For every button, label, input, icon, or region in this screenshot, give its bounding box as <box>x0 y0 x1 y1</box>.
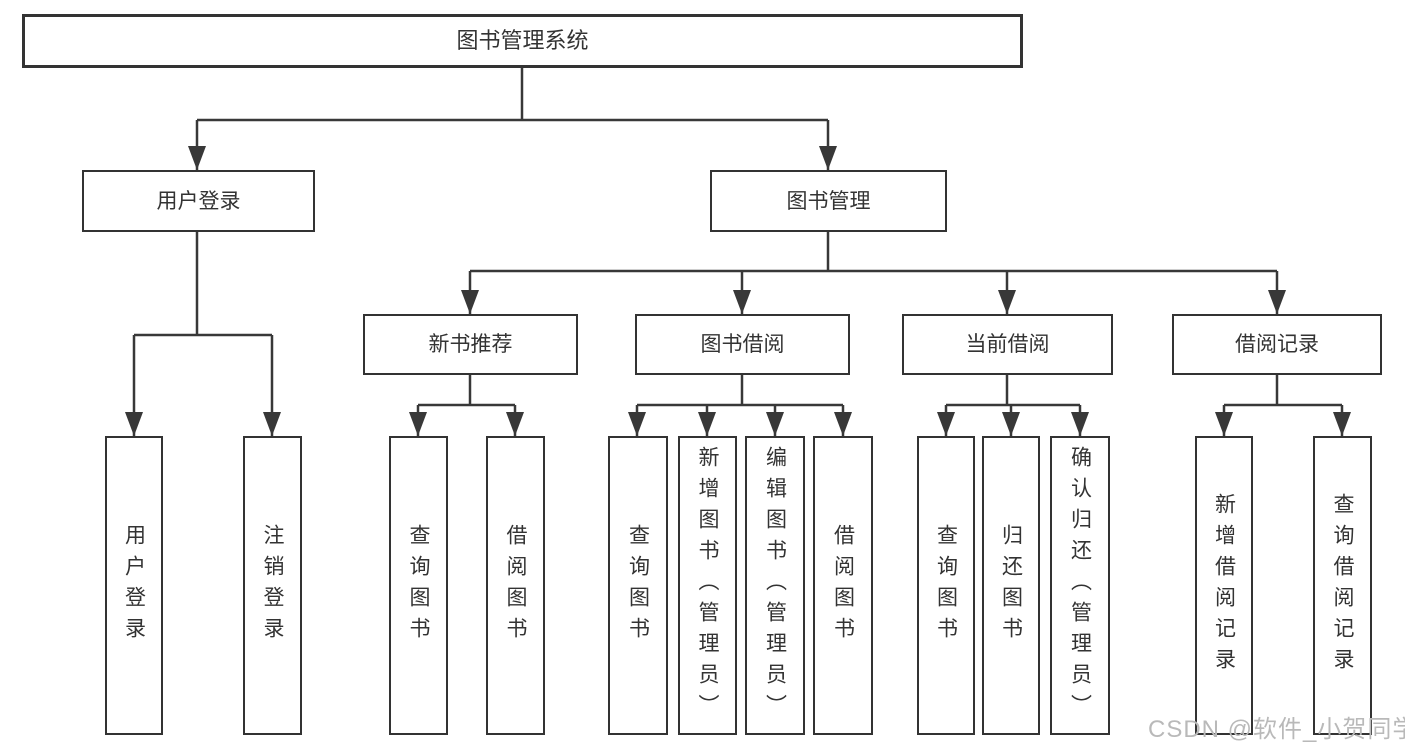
leaf-label: 查询图书 <box>407 523 430 648</box>
node-label: 借阅记录 <box>1235 333 1319 356</box>
connector-book-management-to-level3 <box>461 232 1286 314</box>
node-borrowing-records: 借阅记录 <box>1172 314 1382 375</box>
leaf-search-books-recommend: 查询图书 <box>389 436 448 735</box>
leaf-label: 归还图书 <box>999 523 1023 648</box>
leaf-confirm-return-admin: 确认归还（管理员） <box>1050 436 1110 735</box>
node-label: 图书管理 <box>786 189 871 213</box>
leaf-label: 查询借阅记录 <box>1331 492 1354 679</box>
connector-root-to-level2 <box>188 68 837 170</box>
leaf-borrow-books-recommend: 借阅图书 <box>486 436 545 735</box>
leaf-label: 用户登录 <box>122 523 146 648</box>
leaf-logout: 注销登录 <box>243 436 302 735</box>
watermark: CSDN @软件_小贺同学 <box>1148 716 1405 743</box>
leaf-label: 查询图书 <box>626 523 650 648</box>
leaf-label: 新增图书（管理员） <box>696 446 719 725</box>
node-label: 图书借阅 <box>700 333 785 356</box>
leaf-label: 新增借阅记录 <box>1212 492 1236 679</box>
node-label: 用户登录 <box>156 189 241 213</box>
connector-current-borrowing-fan <box>937 375 1089 436</box>
leaf-return-books: 归还图书 <box>982 436 1040 735</box>
leaf-edit-books-admin: 编辑图书（管理员） <box>745 436 805 735</box>
connector-new-book-recommendation-fan <box>409 375 524 436</box>
node-book-management: 图书管理 <box>710 170 947 232</box>
leaf-label: 确认归还（管理员） <box>1068 446 1092 725</box>
connector-user-login-subtree <box>125 232 281 436</box>
node-label: 当前借阅 <box>965 333 1050 356</box>
leaf-label: 注销登录 <box>261 523 284 648</box>
leaf-label: 借阅图书 <box>831 523 855 648</box>
node-library-management-system: 图书管理系统 <box>22 14 1023 68</box>
connector-book-borrowing-fan <box>628 375 852 436</box>
connector-borrowing-records-fan <box>1215 375 1351 436</box>
node-current-borrowing: 当前借阅 <box>902 314 1113 375</box>
node-book-borrowing: 图书借阅 <box>635 314 850 375</box>
leaf-search-books-borrow: 查询图书 <box>608 436 668 735</box>
node-new-book-recommendation: 新书推荐 <box>363 314 578 375</box>
leaf-search-borrow-record: 查询借阅记录 <box>1313 436 1372 735</box>
leaf-user-login: 用户登录 <box>105 436 163 735</box>
leaf-label: 编辑图书（管理员） <box>763 446 787 725</box>
leaf-borrow-books: 借阅图书 <box>813 436 873 735</box>
leaf-search-books-current: 查询图书 <box>917 436 975 735</box>
leaf-label: 查询图书 <box>934 523 958 648</box>
node-label: 图书管理系统 <box>456 28 589 53</box>
leaf-add-borrow-record: 新增借阅记录 <box>1195 436 1253 735</box>
node-user-login: 用户登录 <box>82 170 315 232</box>
leaf-label: 借阅图书 <box>504 523 527 648</box>
leaf-add-books-admin: 新增图书（管理员） <box>678 436 737 735</box>
node-label: 新书推荐 <box>428 333 513 356</box>
